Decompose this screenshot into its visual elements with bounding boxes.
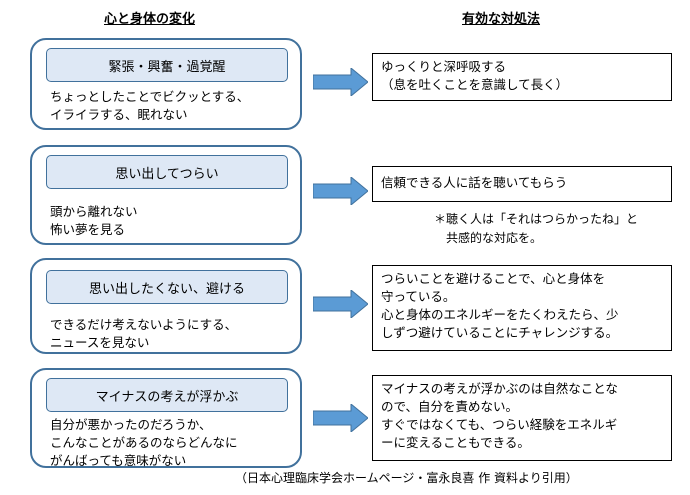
change-label: マイナスの考えが浮かぶ (46, 378, 288, 412)
change-description: 頭から離れない 怖い夢を見る (50, 204, 138, 237)
arrow-right-icon (313, 404, 368, 432)
change-label: 思い出してつらい (46, 155, 288, 189)
change-label: 思い出したくない、避ける (46, 270, 288, 304)
arrow-right-icon (313, 290, 368, 318)
coping-box-intrusive: 信頼できる人に話を聴いてもらう (372, 166, 672, 202)
change-box-avoidance: 思い出したくない、避ける できるだけ考えないようにする、 ニュースを見ない (30, 258, 302, 354)
change-box-intrusive: 思い出してつらい 頭から離れない 怖い夢を見る (30, 145, 302, 245)
source-citation: （日本心理臨床学会ホームページ・富永良喜 作 資料より引用） (235, 471, 578, 485)
change-box-hyperarousal: 緊張・興奮・過覚醒 ちょっとしたことでビクッとする、 イライラする、眠れない (30, 38, 302, 130)
change-label: 緊張・興奮・過覚醒 (46, 48, 288, 82)
coping-box-avoidance: つらいことを避けることで、心と身体を 守っている。 心と身体のエネルギーをたくわ… (372, 265, 672, 351)
arrow-right-icon (313, 177, 368, 205)
right-column-header: 有効な対処法 (462, 12, 541, 27)
change-description: ちょっとしたことでビクッとする、 イライラする、眠れない (50, 89, 250, 122)
change-description: 自分が悪かったのだろうか、 こんなことがあるのならどんなに がんばっても意味がな… (50, 417, 238, 468)
change-box-negative-thoughts: マイナスの考えが浮かぶ 自分が悪かったのだろうか、 こんなことがあるのならどんな… (30, 368, 302, 468)
left-column-header: 心と身体の変化 (104, 12, 196, 27)
coping-box-negative-thoughts: マイナスの考えが浮かぶのは自然なことな ので、自分を責めない。 すぐではなくても… (372, 375, 672, 461)
arrow-right-icon (313, 68, 368, 96)
coping-box-hyperarousal: ゆっくりと深呼吸する （息を吐くことを意識して長く） (372, 53, 672, 101)
listener-note: ＊聴く人は「それはつらかったね」と 共感的な対応を。 (434, 212, 639, 245)
change-description: できるだけ考えないようにする、 ニュースを見ない (50, 317, 238, 350)
